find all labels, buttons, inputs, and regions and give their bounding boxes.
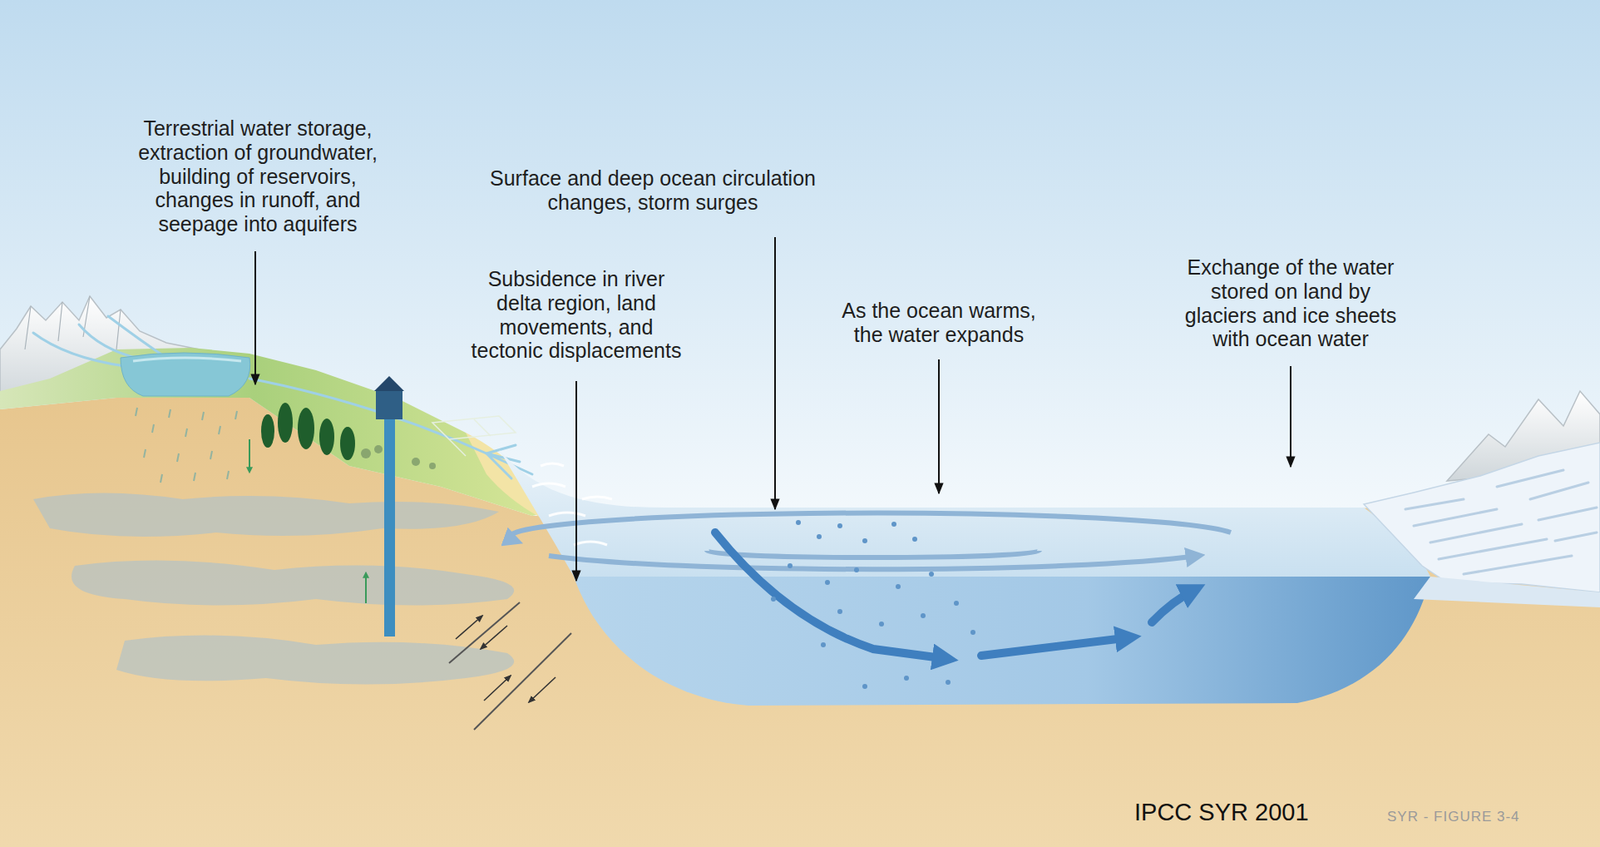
- annotation-label: Surface and deep ocean circulation chang…: [474, 166, 832, 215]
- annotation-label: Exchange of the water stored on land by …: [1181, 255, 1400, 351]
- source-label: IPCC SYR 2001: [1134, 798, 1309, 826]
- annotation-label: Terrestrial water storage, extraction of…: [124, 116, 391, 237]
- annotation-label: As the ocean warms, the water expands: [834, 298, 1043, 347]
- annotation-label: Subsidence in river delta region, land m…: [467, 266, 686, 363]
- figure-number: SYR - FIGURE 3-4: [1387, 808, 1521, 825]
